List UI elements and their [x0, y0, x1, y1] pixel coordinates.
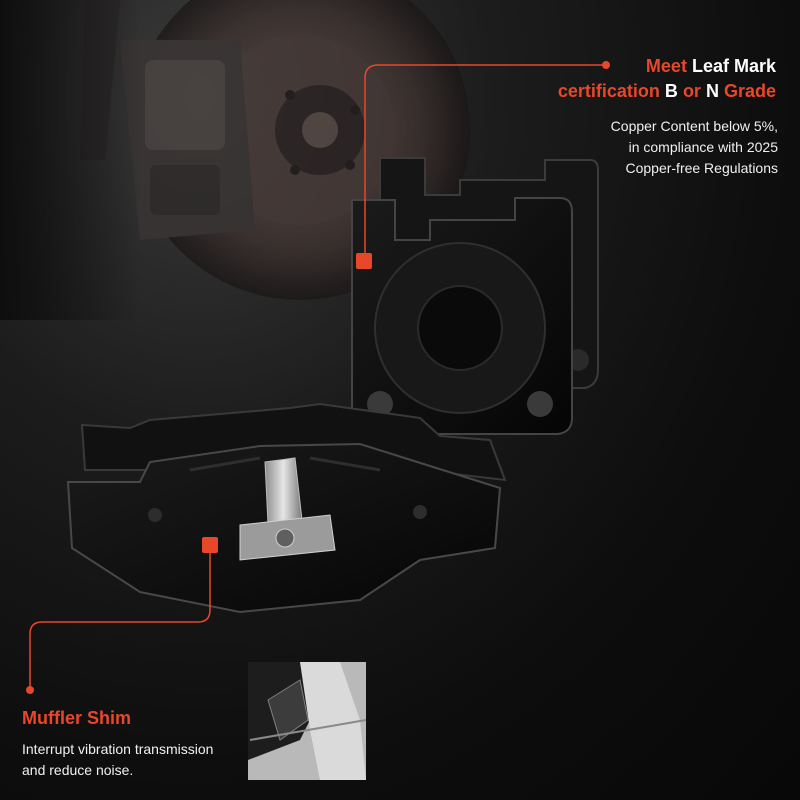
certification-callout-line — [356, 61, 610, 269]
shim-closeup-inset — [248, 662, 367, 780]
rear-brake-pad-front — [351, 197, 573, 435]
certification-description-line: in compliance with 2025 — [628, 139, 778, 155]
certification-heading: Meet Leaf Mark certification B or N Grad… — [558, 54, 776, 104]
shim-description-line: and reduce noise. — [22, 762, 134, 778]
heading-word-certification: certification — [557, 81, 660, 101]
certification-description-line: Copper-free Regulations — [625, 160, 778, 176]
shim-heading: Muffler Shim — [22, 708, 132, 728]
wear-indicator-clip — [239, 457, 336, 561]
shim-description-line: Interrupt vibration transmission — [22, 741, 214, 757]
heading-word-meet: Meet — [645, 56, 687, 76]
shim-description: Interrupt vibration transmission and red… — [22, 739, 213, 781]
brake-rotor-background — [80, 0, 470, 300]
certification-description-line: Copper Content below 5%, — [610, 118, 778, 134]
heading-word-or: or — [682, 81, 701, 101]
heading-word-grade: Grade — [723, 81, 776, 101]
certification-description: Copper Content below 5%, in compliance w… — [611, 116, 778, 179]
heading-word-leaf-mark: Leaf Mark — [691, 56, 776, 76]
shim-callout-line — [26, 537, 218, 694]
heading-word-n: N — [705, 81, 719, 101]
heading-word-b: B — [664, 81, 678, 101]
